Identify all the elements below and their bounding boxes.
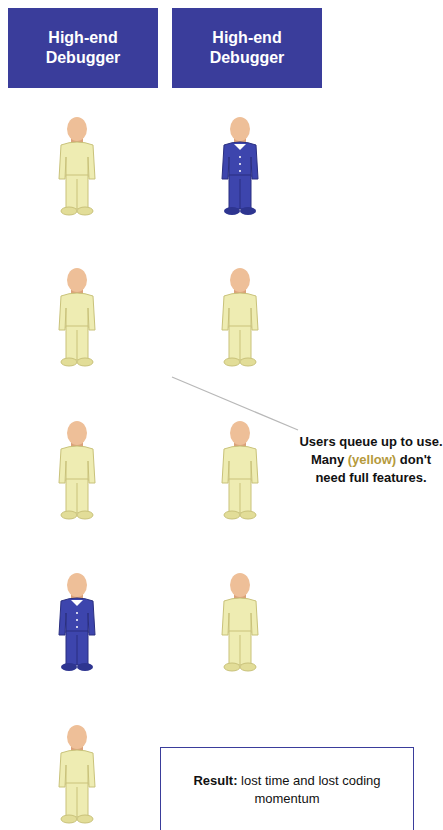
waiting-user xyxy=(59,117,95,215)
waiting-user xyxy=(59,421,95,519)
callout-note: Users queue up to use. Many (yellow) don… xyxy=(296,433,443,487)
highlight-text: (yellow) xyxy=(348,452,396,467)
waiting-user xyxy=(59,573,95,671)
waiting-user xyxy=(222,421,258,519)
node-text: Result: lost time and lost coding moment… xyxy=(175,772,399,808)
waiting-user xyxy=(59,725,95,823)
waiting-user xyxy=(222,268,258,366)
result-box: Result: lost time and lost coding moment… xyxy=(160,747,414,830)
waiting-user xyxy=(222,117,258,215)
debugger-header: High-end Debugger xyxy=(8,8,158,88)
node-text: High-end Debugger xyxy=(196,28,298,68)
debugger-header: High-end Debugger xyxy=(172,8,322,88)
node-text: High-end Debugger xyxy=(32,28,134,68)
header-text: High-end Debugger xyxy=(46,29,121,66)
waiting-user xyxy=(59,268,95,366)
header-text: High-end Debugger xyxy=(210,29,285,66)
leader-line xyxy=(172,377,298,430)
waiting-user xyxy=(222,573,258,671)
result-text: lost time and lost coding momentum xyxy=(241,773,380,806)
result-heading: Result: xyxy=(193,773,237,788)
